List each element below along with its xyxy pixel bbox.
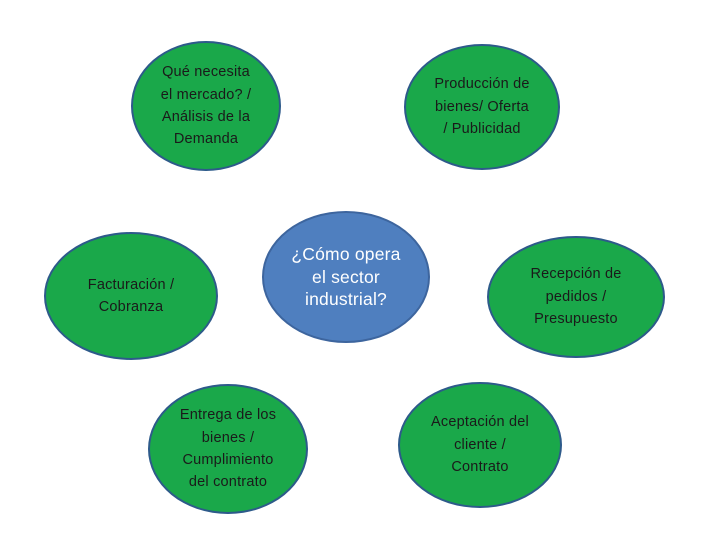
node-client-acceptance: Aceptación del cliente / Contrato bbox=[398, 382, 562, 508]
node-center-question-label: ¿Cómo opera el sector industrial? bbox=[291, 243, 401, 310]
node-market-demand: Qué necesita el mercado? / Análisis de l… bbox=[131, 41, 281, 171]
node-production-offer: Producción de bienes/ Oferta / Publicida… bbox=[404, 44, 560, 170]
node-center-question: ¿Cómo opera el sector industrial? bbox=[262, 211, 430, 343]
node-billing-collection-label: Facturación / Cobranza bbox=[87, 276, 175, 315]
node-market-demand-label: Qué necesita el mercado? / Análisis de l… bbox=[160, 64, 252, 148]
node-goods-delivery: Entrega de los bienes / Cumplimiento del… bbox=[148, 384, 308, 514]
node-goods-delivery-label: Entrega de los bienes / Cumplimiento del… bbox=[179, 407, 277, 491]
node-client-acceptance-label: Aceptación del cliente / Contrato bbox=[431, 414, 529, 476]
node-order-reception-label: Recepción de pedidos / Presupuesto bbox=[530, 266, 622, 328]
node-billing-collection: Facturación / Cobranza bbox=[44, 232, 218, 360]
node-order-reception: Recepción de pedidos / Presupuesto bbox=[487, 236, 665, 358]
node-production-offer-label: Producción de bienes/ Oferta / Publicida… bbox=[434, 76, 530, 138]
